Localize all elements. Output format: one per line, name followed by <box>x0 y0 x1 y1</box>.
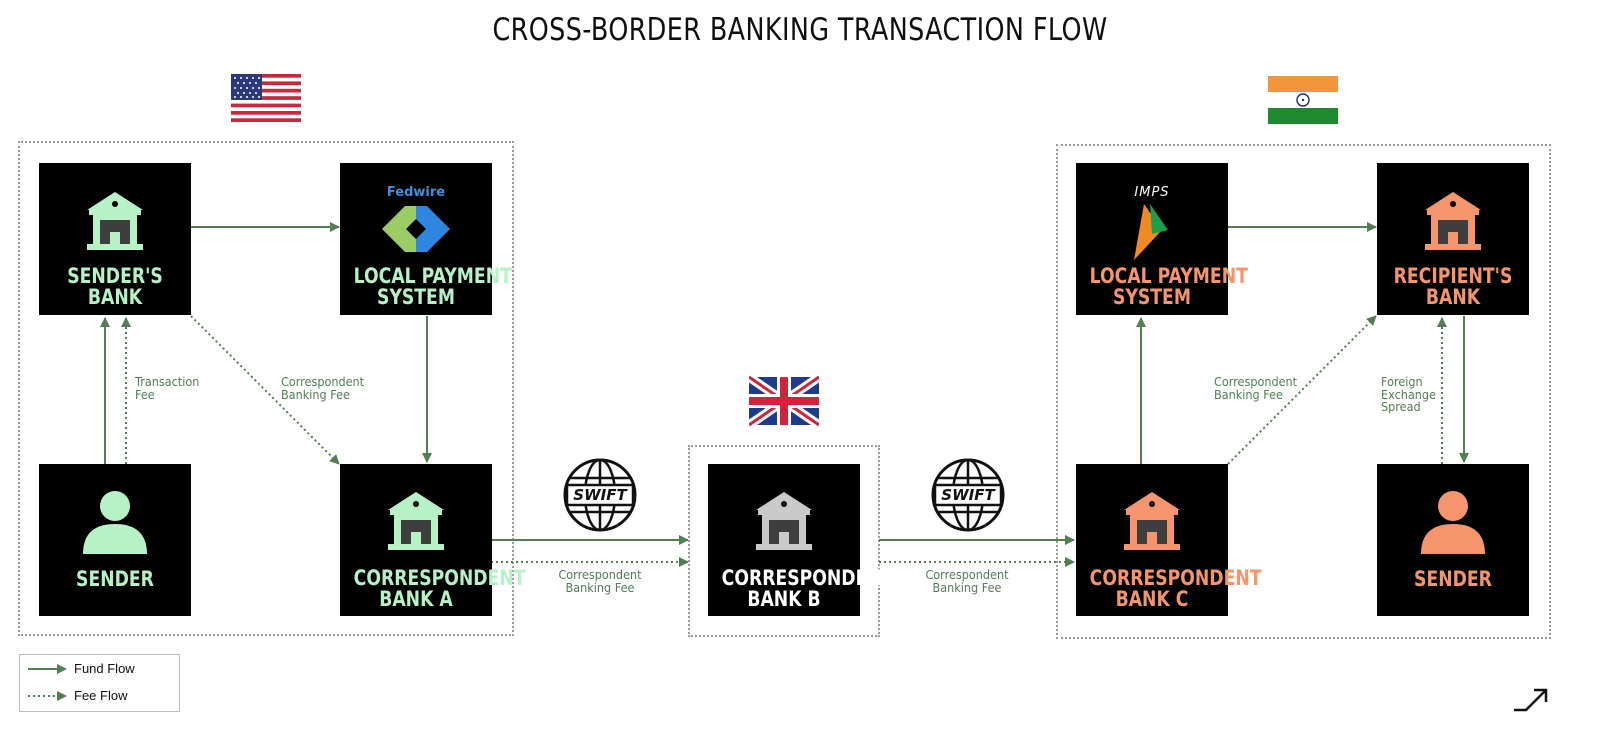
legend-dotted-arrow-icon <box>28 691 67 701</box>
united-states-flag <box>231 74 301 122</box>
brand-logo-icon <box>1514 688 1548 712</box>
india-region <box>1056 144 1551 639</box>
bank-icon <box>1124 492 1180 550</box>
bank-icon <box>388 492 444 550</box>
united-kingdom-flag <box>749 375 819 427</box>
swift-text: SWIFT <box>941 486 995 504</box>
imps-logo-icon <box>1134 204 1168 260</box>
node-sender-us: SENDER <box>39 464 191 616</box>
india-flag <box>1268 76 1338 124</box>
bank-icon <box>1425 192 1481 250</box>
legend-solid-arrow-icon <box>28 664 67 674</box>
fedwire-logo-text: Fedwire <box>386 185 446 200</box>
fedwire-logo-icon <box>382 206 450 252</box>
legend: Fund Flow Fee Flow <box>19 654 180 712</box>
us-region <box>18 141 514 636</box>
globe-icon <box>563 458 637 532</box>
swift-logo-right: SWIFT <box>931 458 1005 532</box>
globe-icon <box>931 458 1005 532</box>
node-label: SENDER <box>76 567 154 591</box>
page-title: CROSS-BORDER BANKING TRANSACTION FLOW <box>492 12 1108 48</box>
imps-logo-text: IMPS <box>1134 185 1170 200</box>
person-icon <box>1421 491 1485 554</box>
legend-fund-flow-label: Fund Flow <box>74 661 135 676</box>
node-label: SENDER <box>1414 567 1492 591</box>
person-icon <box>83 491 147 554</box>
bank-icon <box>756 492 812 550</box>
swift-logo-left: SWIFT <box>563 458 637 532</box>
swift-text: SWIFT <box>573 486 627 504</box>
node-sender-india: SENDER <box>1377 464 1529 616</box>
legend-fee-flow-label: Fee Flow <box>74 688 128 703</box>
bank-icon <box>87 192 143 250</box>
